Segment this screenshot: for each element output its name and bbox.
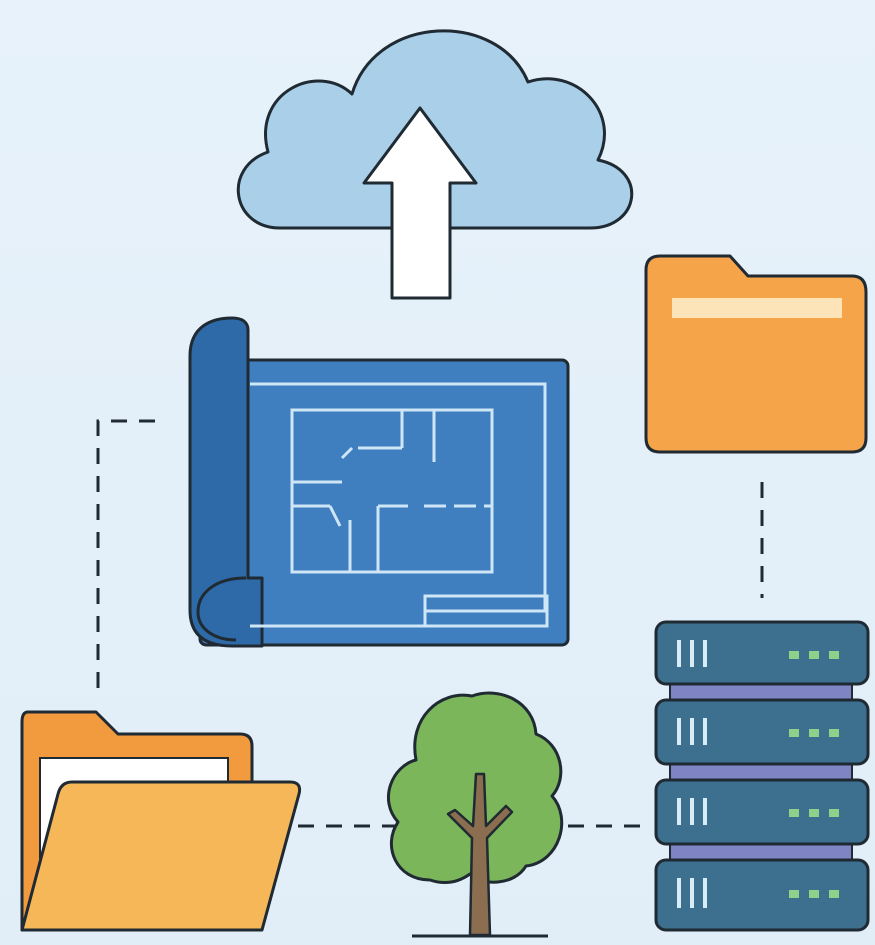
plan-frame	[250, 382, 547, 612]
upload-arrow	[362, 106, 478, 300]
connector-blueprint-to-open-folder	[96, 419, 155, 690]
server-unit-4	[654, 858, 870, 932]
cloud-upload-icon	[236, 29, 634, 300]
plan-wall-11	[328, 505, 342, 527]
server-unit-1	[654, 620, 870, 686]
plan-wall-4	[340, 446, 354, 460]
folder-label-strip	[672, 298, 842, 318]
folder-icon	[644, 254, 868, 454]
open-folder-front	[20, 780, 302, 932]
open-folder-icon	[20, 710, 302, 932]
plan-outer-walls	[290, 408, 494, 574]
connectors	[96, 419, 764, 828]
server-unit-2	[654, 698, 870, 766]
server-rack-icon	[654, 620, 870, 932]
tree-icon	[387, 691, 564, 938]
tree-trunk	[446, 772, 514, 937]
floor-plan	[250, 382, 549, 628]
blueprint-roll-curl	[196, 576, 247, 642]
blueprint-icon	[188, 316, 570, 648]
folder-body	[644, 254, 868, 454]
blueprint-roll	[188, 316, 264, 648]
server-unit-3	[654, 778, 870, 846]
